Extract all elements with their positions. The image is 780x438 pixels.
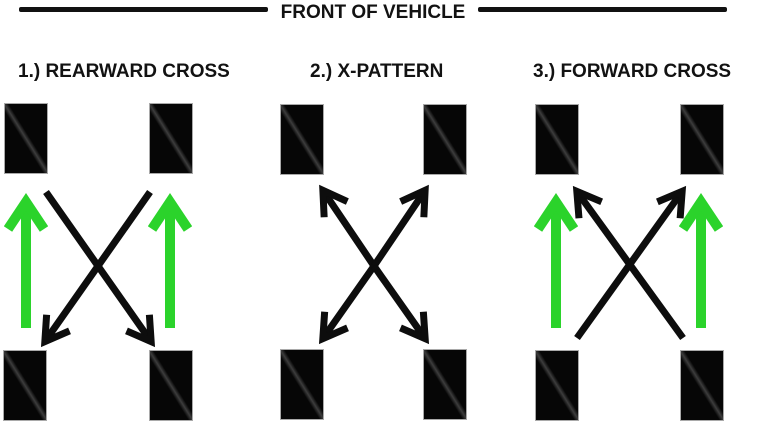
tire-p2-front-right [423,104,467,175]
tire-p2-rear-left [280,349,324,420]
p1-black-cross-arrow-to-rear-left [40,189,153,348]
p2-black-double-arrow-rear-right-head [371,263,430,345]
p2-black-double-arrow-front-left-head [319,184,377,268]
tire-p1-rear-left [3,350,47,421]
header-rule-right [478,7,727,12]
tire-p3-front-right [680,104,724,175]
tire-p1-front-right [149,103,193,174]
tire-p2-rear-right [423,349,467,420]
p3-black-cross-arrow-to-front-right [574,185,687,341]
pattern-2-label: 2.) X-PATTERN [310,61,444,82]
page-title: FRONT OF VEHICLE [280,2,466,23]
tire-p1-front-left [4,103,48,174]
p2-black-double-arrow-front-right-head [371,184,429,268]
pattern-1-label: 1.) REARWARD CROSS [18,61,230,82]
pattern-3-label: 3.) FORWARD CROSS [533,61,732,82]
p2-black-double-arrow-rear-left-head [318,263,377,345]
tire-p2-front-left [280,104,324,175]
tire-p3-front-left [535,104,579,175]
tire-p1-rear-right [149,350,193,421]
header-rule-left [19,7,268,12]
tire-p3-rear-left [535,350,579,421]
tire-p3-rear-right [680,350,724,421]
